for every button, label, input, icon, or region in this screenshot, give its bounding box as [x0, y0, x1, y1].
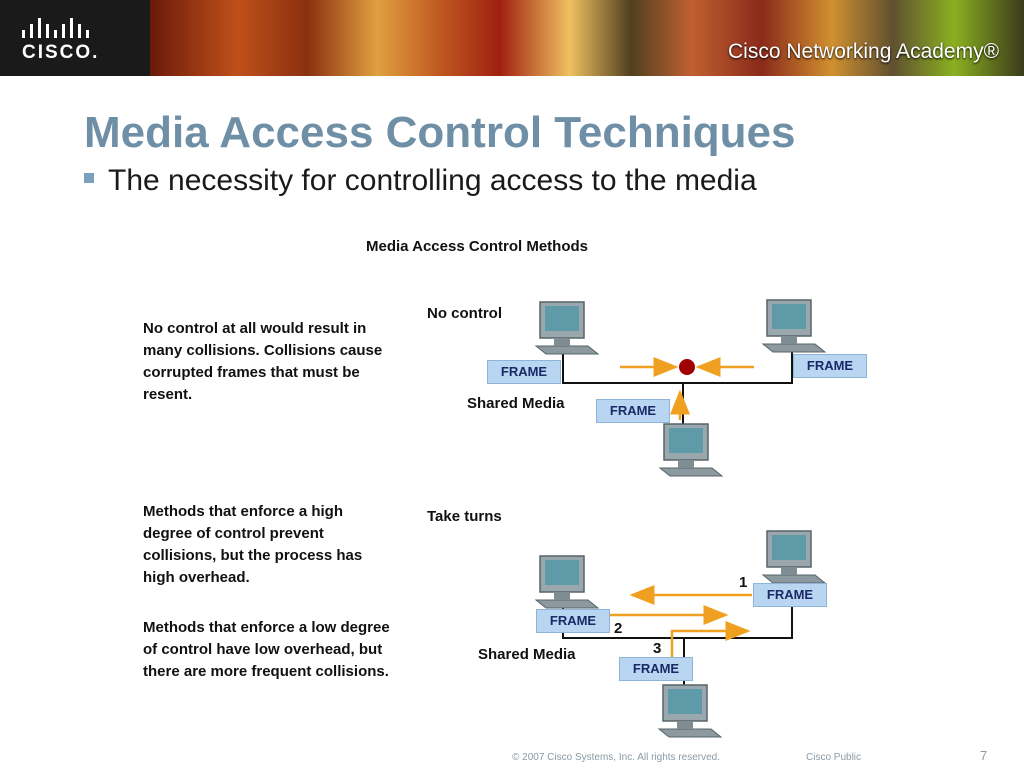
high-control-description: Methods that enforce a high degree of co… [143, 503, 363, 586]
computer-icon [762, 299, 826, 353]
cisco-logo-text: CISCO. [22, 42, 100, 63]
slide-title: Media Access Control Techniques [84, 108, 796, 157]
diagram-title: Media Access Control Methods [366, 238, 588, 255]
take-turns-arrows [606, 585, 752, 658]
banner-photo-strip [150, 0, 1024, 76]
cisco-logo-bars-icon [22, 18, 89, 38]
frame-box: FRAME [753, 583, 827, 607]
computer-icon [659, 423, 723, 477]
frame-box: FRAME [596, 399, 670, 423]
frame-box: FRAME [793, 354, 867, 378]
computer-icon [535, 555, 599, 609]
shared-media-label: Shared Media [478, 646, 576, 663]
shared-media-label: Shared Media [467, 395, 565, 412]
computer-icon [658, 684, 722, 738]
no-control-arrows [620, 357, 754, 420]
frame-box: FRAME [619, 657, 693, 681]
page-number: 7 [980, 748, 988, 763]
take-turns-label: Take turns [427, 508, 502, 525]
step-number: 3 [653, 640, 662, 657]
computer-icon [535, 301, 599, 355]
bullet-text: The necessity for controlling access to … [108, 164, 757, 197]
square-bullet-icon [84, 173, 94, 184]
no-control-label: No control [427, 305, 502, 322]
computer-icon [762, 530, 826, 584]
frame-box: FRAME [487, 360, 561, 384]
step-number: 1 [739, 574, 748, 591]
no-control-description: No control at all would result in many c… [143, 320, 383, 403]
footer-copyright: © 2007 Cisco Systems, Inc. All rights re… [512, 752, 721, 763]
academy-name: Cisco Networking Academy® [728, 40, 1000, 63]
header-banner: CISCO. Cisco Networking Academy® [0, 0, 1024, 76]
low-control-description: Methods that enforce a low degree of con… [143, 619, 390, 680]
frame-box: FRAME [536, 609, 610, 633]
collision-dot-icon [679, 359, 695, 375]
bullet-item: The necessity for controlling access to … [84, 164, 757, 198]
footer-classification: Cisco Public [806, 752, 862, 763]
step-number: 2 [614, 620, 623, 637]
